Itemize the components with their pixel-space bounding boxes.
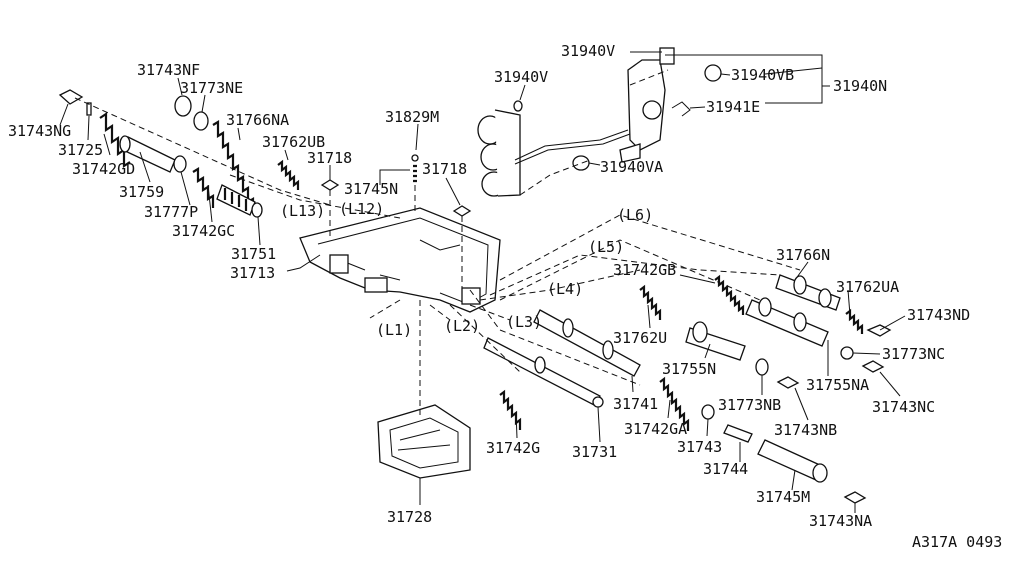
spring-31742G	[499, 389, 522, 430]
spring-31762UB	[277, 159, 300, 190]
label-31940N: 31940N	[833, 77, 887, 95]
spring-31762UA	[845, 308, 864, 334]
plug-31773NE	[193, 111, 209, 131]
label-31773NC: 31773NC	[882, 345, 945, 363]
alignment-lines	[74, 69, 801, 415]
sleeve-31759	[119, 135, 176, 173]
plug-31743	[701, 404, 715, 420]
label-31940V-mid: 31940V	[494, 68, 548, 86]
sleeve-31745M	[757, 439, 828, 483]
label-L3: (L3)	[506, 313, 542, 331]
label-31731: 31731	[572, 443, 617, 461]
spring-31742GB	[714, 274, 745, 315]
label-L13: (L13)	[280, 202, 325, 220]
label-31744: 31744	[703, 460, 748, 478]
label-L6: (L6)	[617, 206, 653, 224]
clip-31743NA	[843, 491, 867, 504]
label-31777P: 31777P	[144, 203, 198, 221]
filter-31718-right	[452, 205, 472, 217]
label-31718-left: 31718	[307, 149, 352, 167]
label-31742GC: 31742GC	[172, 222, 235, 240]
clip-31743NG	[58, 89, 84, 105]
diagram-code: A317A 0493	[912, 533, 1002, 551]
label-31742G: 31742G	[486, 439, 540, 457]
valve-31731	[483, 337, 604, 408]
label-31745M: 31745M	[756, 488, 810, 506]
plug-31773NB	[755, 358, 769, 376]
label-31762U: 31762U	[613, 329, 667, 347]
label-L2: (L2)	[444, 317, 480, 335]
label-31766N: 31766N	[776, 246, 830, 264]
valve-31751	[216, 184, 263, 218]
clip-31743NB	[776, 376, 800, 389]
part-labels: 31743NF 31773NE 31743NG 31766NA 31725 31…	[8, 42, 1002, 551]
spring-31742GC	[192, 167, 215, 208]
label-31941E: 31941E	[706, 98, 760, 116]
label-31743: 31743	[677, 438, 722, 456]
filter-31718-left	[320, 179, 340, 191]
leader-lines	[59, 51, 906, 513]
label-31755N: 31755N	[662, 360, 716, 378]
label-31743NA: 31743NA	[809, 512, 872, 530]
label-31745N: 31745N	[344, 180, 398, 198]
label-31743ND: 31743ND	[907, 306, 970, 324]
label-L4: (L4)	[547, 280, 583, 298]
label-31725: 31725	[58, 141, 103, 159]
valve-body-31713	[299, 207, 501, 313]
valve-31766N	[775, 274, 841, 311]
label-31742GA: 31742GA	[624, 420, 687, 438]
label-31755NA: 31755NA	[806, 376, 869, 394]
cap-31743NF	[174, 95, 192, 117]
label-31751: 31751	[231, 245, 276, 263]
label-31940VB: 31940VB	[731, 66, 794, 84]
label-31773NB: 31773NB	[718, 396, 781, 414]
label-31829M: 31829M	[385, 108, 439, 126]
label-31743NG: 31743NG	[8, 122, 71, 140]
plug-31773NC	[840, 346, 854, 360]
label-31743NB: 31743NB	[774, 421, 837, 439]
clip-31941E	[671, 101, 691, 117]
oring-31940VA	[572, 155, 590, 171]
label-L5: (L5)	[588, 238, 624, 256]
label-L1: (L1)	[376, 321, 412, 339]
valve-31755N	[685, 321, 746, 361]
valve-31755NA	[745, 297, 829, 347]
clip-31743NC	[861, 360, 885, 373]
spring-31762U	[639, 284, 662, 320]
label-31759: 31759	[119, 183, 164, 201]
label-31940VA: 31940VA	[600, 158, 663, 176]
label-31762UB: 31762UB	[262, 133, 325, 151]
screw-31829M	[411, 154, 419, 183]
label-31743NF: 31743NF	[137, 61, 200, 79]
oring-31940VB	[704, 64, 722, 82]
valve-31741	[533, 309, 641, 377]
plug-31777P	[173, 155, 187, 173]
spring-31742GD	[99, 111, 131, 169]
label-31940V-top: 31940V	[561, 42, 615, 60]
plug-31940V-mid	[513, 100, 523, 112]
label-31741: 31741	[613, 395, 658, 413]
label-31762UA: 31762UA	[836, 278, 899, 296]
label-31773NE: 31773NE	[180, 79, 243, 97]
label-31718-right: 31718	[422, 160, 467, 178]
separator-plate-31728	[377, 404, 471, 479]
valve-31744	[723, 424, 753, 443]
label-31742GD: 31742GD	[72, 160, 135, 178]
label-31713: 31713	[230, 264, 275, 282]
label-31743NC: 31743NC	[872, 398, 935, 416]
label-31742GB: 31742GB	[613, 261, 676, 279]
label-31766NA: 31766NA	[226, 111, 289, 129]
label-31728: 31728	[387, 508, 432, 526]
label-L12: (L12)	[339, 200, 384, 218]
solenoid-assembly-31940N	[477, 47, 675, 197]
pin-31725	[86, 102, 92, 116]
spring-31742GA	[659, 376, 690, 431]
